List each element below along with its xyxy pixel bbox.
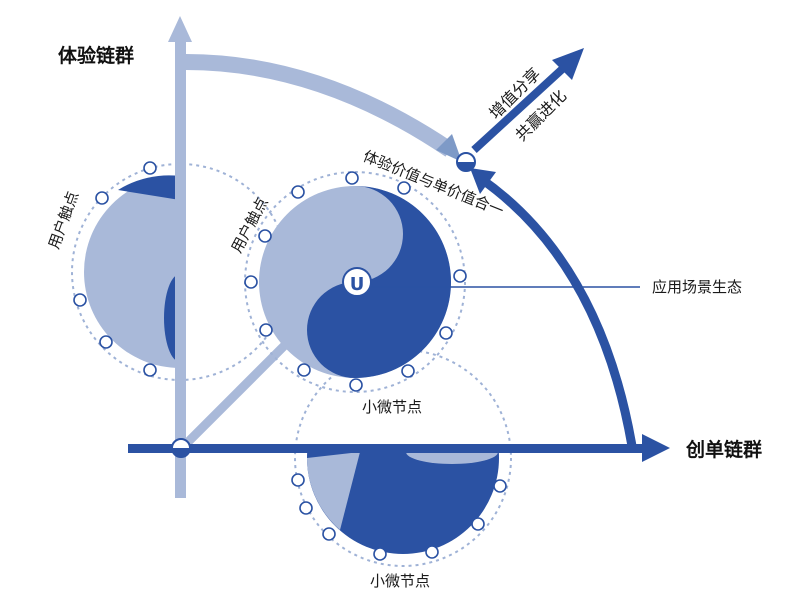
node-circle bbox=[322, 527, 336, 541]
bottom-dotted-ring bbox=[294, 349, 512, 567]
node-circle bbox=[143, 363, 157, 377]
center-nodes bbox=[244, 171, 467, 392]
node-circle bbox=[299, 501, 313, 515]
node-circle bbox=[471, 517, 485, 531]
micro-node-bottom-label: 小微节点 bbox=[370, 572, 430, 590]
bottom-disk-light-left bbox=[307, 452, 360, 530]
node-circle bbox=[373, 547, 387, 561]
create-order-arc-band bbox=[477, 174, 637, 447]
node-circle bbox=[397, 181, 411, 195]
peak-junction bbox=[456, 152, 476, 172]
left-nodes bbox=[73, 161, 157, 377]
growth-arrow-shaft bbox=[471, 59, 573, 153]
u-logo-ring bbox=[342, 267, 372, 297]
app-scenario-ecology-label: 应用场景生态 bbox=[652, 278, 742, 296]
growth-arrow bbox=[471, 48, 584, 153]
growth-arrow-arrowhead bbox=[552, 48, 584, 80]
experience-arc bbox=[185, 54, 462, 162]
origin-node-half bbox=[172, 448, 190, 457]
bottom-disk-dark bbox=[307, 452, 499, 554]
node-circle bbox=[259, 323, 273, 337]
node-circle bbox=[73, 293, 87, 307]
left-disk-light bbox=[84, 176, 180, 368]
left-disk-dark-top bbox=[118, 175, 180, 200]
micro-node-center-label: 小微节点 bbox=[362, 398, 422, 416]
node-circle bbox=[349, 378, 363, 392]
bottom-nodes bbox=[291, 473, 507, 561]
u-logo-text: U bbox=[350, 274, 365, 295]
create-order-arc bbox=[470, 168, 637, 447]
node-circle bbox=[95, 191, 109, 205]
user-touchpoint-left-label: 用户触点 bbox=[45, 189, 82, 252]
vertical-axis-bar bbox=[175, 40, 186, 498]
vertical-axis-arrowhead bbox=[168, 16, 192, 42]
bottom-yin-yang bbox=[291, 349, 512, 567]
node-circle bbox=[439, 326, 453, 340]
experience-chain-label: 体验链群 bbox=[58, 44, 134, 67]
vertical-axis bbox=[168, 16, 192, 498]
center-disk-dark-half bbox=[307, 186, 451, 378]
experience-arc-band bbox=[185, 54, 455, 157]
node-circle bbox=[258, 229, 272, 243]
create-order-arc-arrowhead bbox=[470, 168, 496, 194]
horizontal-axis bbox=[128, 434, 670, 462]
node-circle bbox=[143, 161, 157, 175]
center-yin-yang: U bbox=[244, 171, 467, 393]
bottom-disk-light-right bbox=[406, 452, 498, 464]
node-circle bbox=[453, 269, 467, 283]
horizontal-axis-arrowhead bbox=[642, 434, 670, 462]
peak-node-half bbox=[457, 162, 475, 171]
node-circle bbox=[401, 364, 415, 378]
create-order-chain-label: 创单链群 bbox=[685, 438, 762, 461]
horizontal-axis-bar bbox=[128, 444, 648, 453]
user-touchpoint-center-label: 用户触点 bbox=[228, 194, 272, 255]
node-circle bbox=[99, 335, 113, 349]
origin-junction bbox=[171, 438, 191, 458]
node-circle bbox=[244, 275, 258, 289]
node-circle bbox=[291, 185, 305, 199]
node-circle bbox=[297, 363, 311, 377]
node-circle bbox=[425, 545, 439, 559]
diagonal-origin-link bbox=[180, 334, 296, 450]
experience-arc-arrowhead bbox=[436, 134, 462, 162]
node-circle bbox=[291, 473, 305, 487]
node-circle bbox=[493, 479, 507, 493]
node-circle bbox=[345, 171, 359, 185]
u-logo: U bbox=[342, 267, 372, 297]
